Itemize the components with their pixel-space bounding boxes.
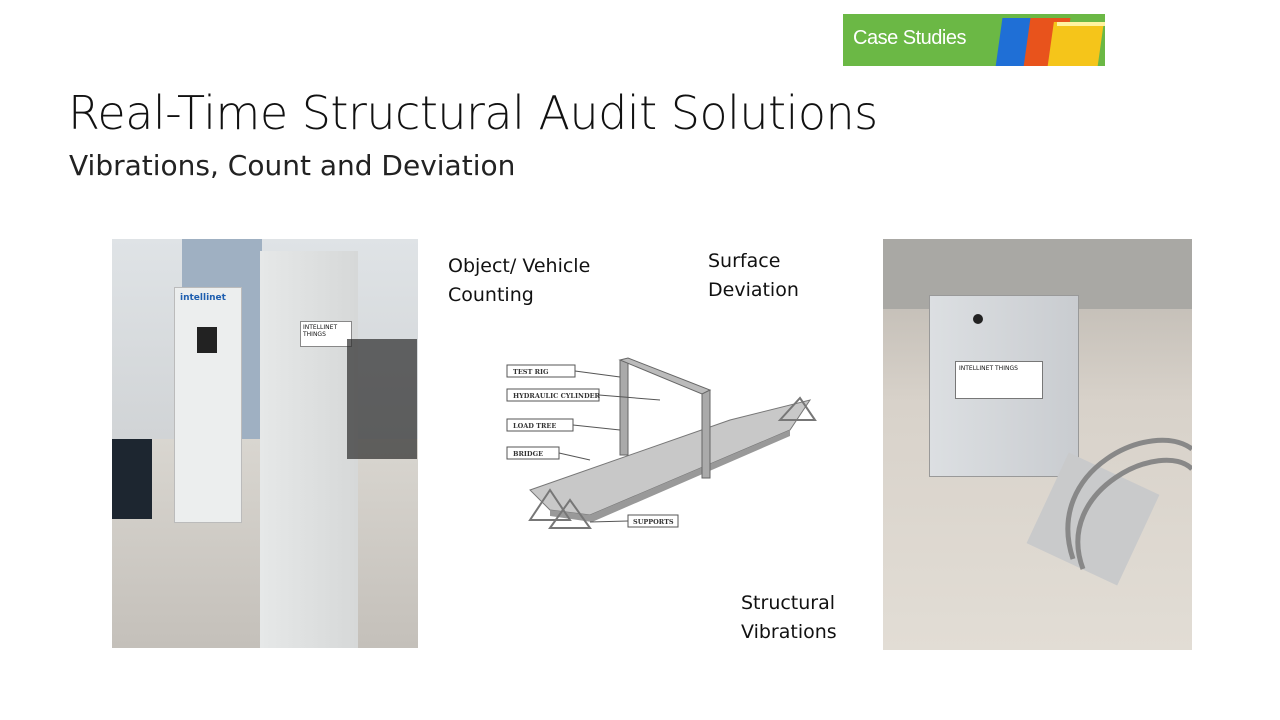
label-bridge: BRIDGE (513, 450, 543, 458)
photo-counting-device: intellinet INTELLINET THINGS (112, 239, 418, 648)
caption-line: Deviation (708, 279, 799, 301)
caption-line: Structural (741, 592, 836, 614)
folders-icon (995, 18, 1105, 66)
caption-line: Vibrations (741, 621, 837, 643)
label-test-rig: TEST RIG (513, 368, 549, 376)
device-label: INTELLINET THINGS (300, 321, 352, 347)
bridge-test-rig-diagram: TEST RIG HYDRAULIC CYLINDER LOAD TREE BR… (506, 357, 817, 529)
sensor-label: INTELLINET THINGS (955, 361, 1043, 399)
slide-title: Real-Time Structural Audit Solutions (68, 86, 878, 140)
caption-line: Object/ Vehicle (448, 255, 591, 277)
caption-deviation: Surface Deviation (708, 247, 799, 305)
label-supports: SUPPORTS (633, 518, 674, 526)
slide-subtitle: Vibrations, Count and Deviation (69, 149, 516, 182)
caption-vibrations: Structural Vibrations (741, 589, 837, 647)
badge-label: Case Studies (853, 27, 966, 49)
label-load-tree: LOAD TREE (513, 422, 556, 430)
caption-line: Surface (708, 250, 781, 272)
label-hydraulic-cylinder: HYDRAULIC CYLINDER (513, 392, 601, 400)
case-studies-badge: Case Studies (843, 14, 1105, 66)
photo-vibration-sensor: INTELLINET THINGS (883, 239, 1192, 650)
caption-counting: Object/ Vehicle Counting (448, 252, 590, 310)
device-logo: intellinet (180, 293, 226, 303)
caption-line: Counting (448, 284, 534, 306)
